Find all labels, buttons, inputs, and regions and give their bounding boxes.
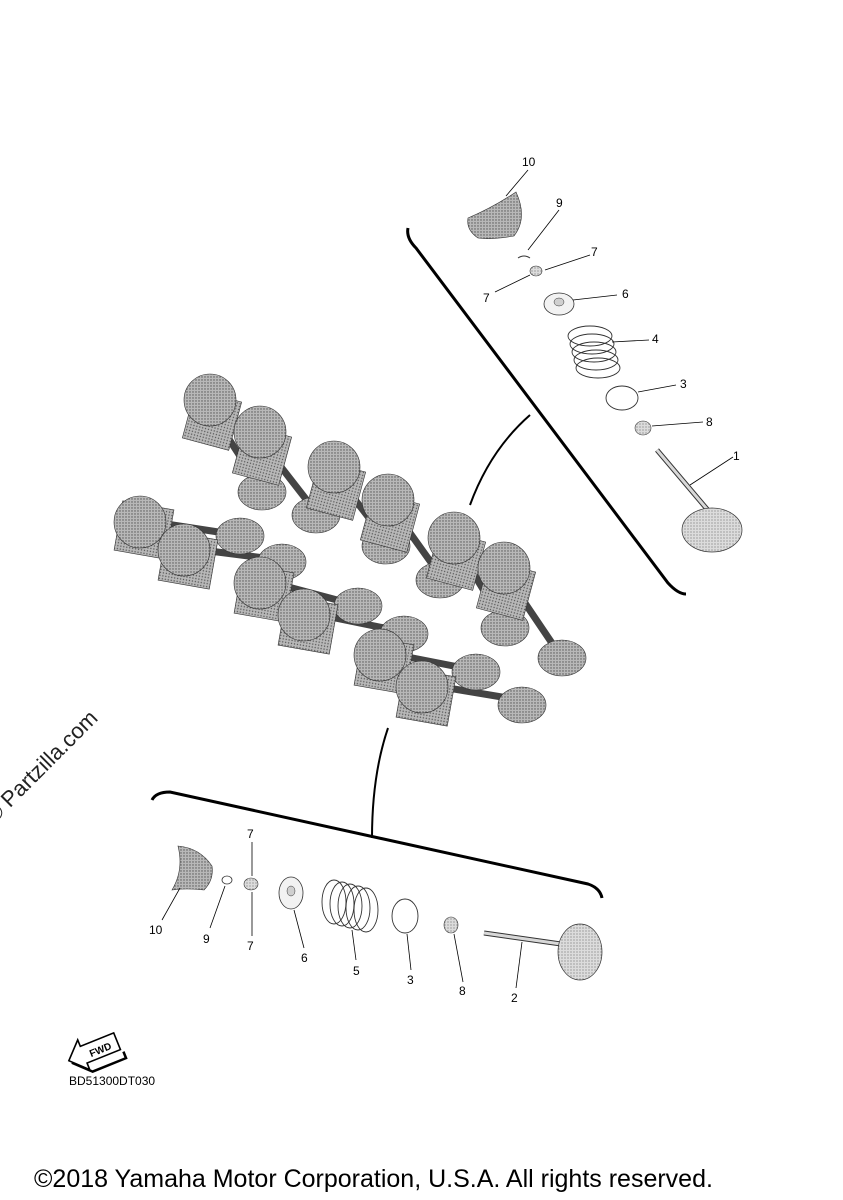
lower-callout-bracket	[150, 727, 604, 899]
exhaust-bucket-row	[113, 495, 457, 727]
valve-spring	[567, 325, 621, 379]
callout-5-lower: 5	[353, 964, 360, 978]
intake-bucket-row	[181, 373, 537, 621]
valve-lifter-bucket	[467, 191, 522, 239]
callout-9-upper: 9	[556, 196, 563, 210]
valve-stem-seal	[634, 420, 652, 436]
intake-valve	[655, 448, 743, 553]
lower-valve-assembly	[171, 845, 603, 981]
valve-spring-seat	[391, 898, 419, 934]
callout-7-upper-a: 7	[591, 245, 598, 259]
lower-callout-labels: 7 10 9 7 6 5 3 8 2	[149, 827, 518, 1005]
upper-valve-assembly	[467, 191, 743, 553]
callout-9-lower: 9	[203, 932, 210, 946]
callout-6-upper: 6	[622, 287, 629, 301]
callout-1-upper: 1	[733, 449, 740, 463]
callout-7-lower-b: 7	[247, 939, 254, 953]
callout-10-upper: 10	[522, 155, 536, 169]
valve-spring	[321, 879, 379, 933]
callout-8-lower: 8	[459, 984, 466, 998]
callout-4-upper: 4	[652, 332, 659, 346]
valve-stem-seal	[443, 916, 459, 934]
valve-cotter	[529, 265, 543, 277]
valve-shim	[517, 255, 531, 259]
callout-7-upper-b: 7	[483, 291, 490, 305]
valve-cotter	[243, 877, 259, 891]
callout-3-lower: 3	[407, 973, 414, 987]
callout-2-lower: 2	[511, 991, 518, 1005]
valve-lifter-bucket	[171, 845, 213, 891]
callout-7-lower-a: 7	[247, 827, 254, 841]
valve-shim	[221, 875, 233, 885]
upper-leader-lines	[494, 169, 734, 486]
diagram-code: BD51300DT030	[69, 1074, 156, 1088]
callout-10-lower: 10	[149, 923, 163, 937]
copyright-notice: ©2018 Yamaha Motor Corporation, U.S.A. A…	[34, 1165, 713, 1193]
upper-callout-bracket	[406, 227, 687, 596]
valve-spring-seat	[605, 385, 639, 411]
lower-leader-lines	[161, 842, 523, 989]
exhaust-valve	[483, 923, 603, 981]
callout-8-upper: 8	[706, 415, 713, 429]
callout-6-lower: 6	[301, 951, 308, 965]
fwd-arrow-icon: FWD	[67, 1031, 128, 1073]
upper-callout-labels: 10 9 7 7 6 4 3 8 1	[483, 155, 740, 463]
callout-3-upper: 3	[680, 377, 687, 391]
assembled-valve-train	[113, 373, 587, 727]
